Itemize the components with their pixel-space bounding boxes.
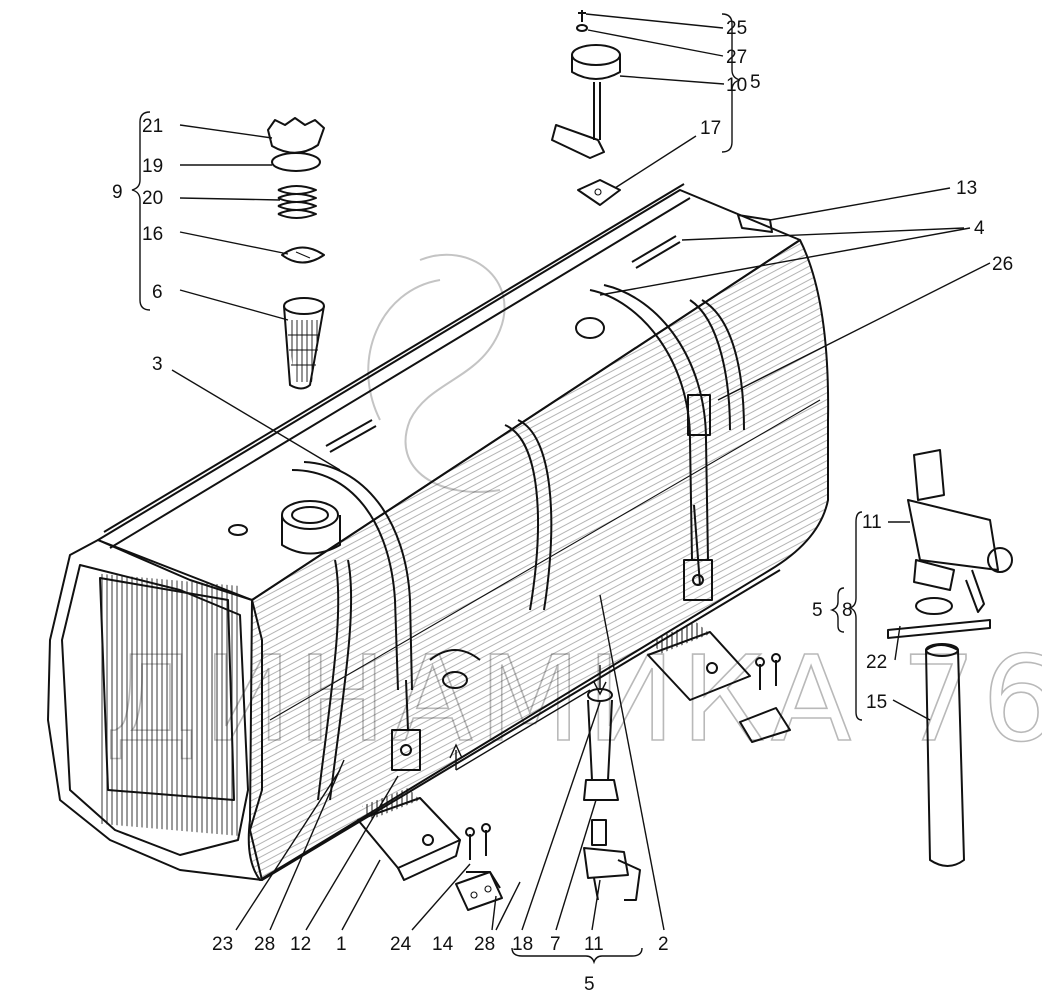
fuel-level-sender <box>551 10 621 206</box>
label-14: 14 <box>432 934 454 955</box>
label-3: 3 <box>152 354 163 375</box>
drain-fitting <box>442 671 468 689</box>
label-9: 9 <box>112 182 123 203</box>
label-10: 10 <box>726 75 747 96</box>
label-5-bottom: 5 <box>584 974 595 995</box>
label-11-right: 11 <box>862 512 882 533</box>
label-23: 23 <box>212 934 233 955</box>
label-28-a: 28 <box>254 934 275 955</box>
tank-bracket-rear <box>647 622 751 701</box>
cap-gasket <box>271 152 321 172</box>
label-28-b: 28 <box>474 934 495 955</box>
sender-gasket <box>577 179 621 206</box>
label-6: 6 <box>152 282 163 303</box>
label-4: 4 <box>974 218 985 239</box>
filler-cap <box>267 117 325 154</box>
tank-strap-front <box>291 419 553 801</box>
label-5-top: 5 <box>750 72 761 93</box>
label-27: 27 <box>726 47 747 68</box>
part-labels: 25 27 10 5 17 13 4 26 21 19 9 20 16 6 3 … <box>112 18 1013 995</box>
filler-cap-assembly <box>267 117 325 390</box>
fuel-hose <box>925 643 965 867</box>
fuel-cock-pin <box>887 619 991 639</box>
cap-spring <box>277 185 317 219</box>
strap-tensioner-front <box>391 679 421 771</box>
label-20: 20 <box>142 188 163 209</box>
label-25: 25 <box>726 18 747 39</box>
fuel-cock-washer <box>915 597 953 615</box>
tank-strap-rear <box>589 284 745 561</box>
label-21: 21 <box>142 116 163 137</box>
drain-valve-assembly <box>583 688 641 901</box>
washer <box>576 24 588 32</box>
top-bolt <box>631 235 681 269</box>
label-17: 17 <box>700 118 721 139</box>
pad-plate <box>455 707 791 911</box>
sender-flange-seat <box>575 317 605 339</box>
screw <box>578 10 586 22</box>
label-15: 15 <box>866 692 887 713</box>
sender-head <box>571 55 621 80</box>
label-13: 13 <box>956 178 977 199</box>
label-8: 8 <box>842 600 853 621</box>
filler-strainer <box>283 297 325 315</box>
top-plug <box>228 524 248 536</box>
label-12: 12 <box>290 934 311 955</box>
leader-lines <box>171 13 991 931</box>
strap-tensioner-rear <box>683 394 713 601</box>
fuel-cock <box>887 449 1013 639</box>
label-2: 2 <box>658 934 669 955</box>
label-16: 16 <box>142 224 163 245</box>
top-bolt-2 <box>325 419 377 453</box>
label-24: 24 <box>390 934 412 955</box>
label-18: 18 <box>512 934 533 955</box>
label-5-right: 5 <box>812 600 823 621</box>
top-tab <box>737 214 773 233</box>
label-1: 1 <box>336 934 347 955</box>
label-11-bottom: 11 <box>584 934 604 955</box>
sender-float <box>551 124 605 159</box>
label-7: 7 <box>550 934 561 955</box>
label-22: 22 <box>866 652 887 673</box>
lock-plate <box>281 246 325 264</box>
filler-neck <box>281 500 341 555</box>
tank-bracket-front <box>357 788 461 881</box>
label-26: 26 <box>992 254 1013 275</box>
braces <box>131 13 863 965</box>
label-19: 19 <box>142 156 163 177</box>
fuel-tank <box>47 183 830 881</box>
